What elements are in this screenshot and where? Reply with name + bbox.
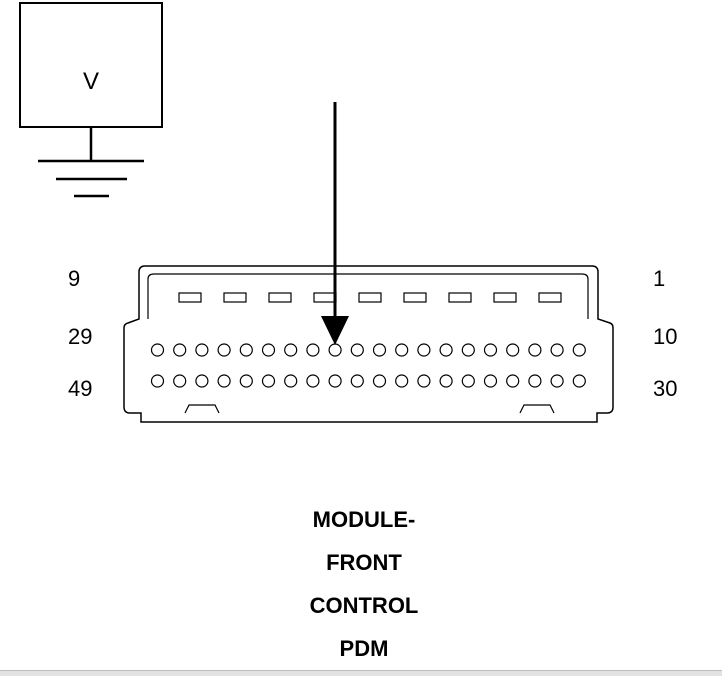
pin-hole (350, 374, 364, 388)
connector-outer-outline (123, 265, 614, 423)
pin-hole (395, 374, 409, 388)
bottom-scrollbar-edge (0, 670, 722, 676)
pin-slot (358, 292, 382, 303)
pin-hole (239, 374, 253, 388)
voltmeter-label: V (82, 68, 99, 95)
ground-icon (38, 127, 144, 198)
connector-pin-row-bottom (150, 374, 586, 388)
pin-hole (261, 374, 276, 388)
pin-hole (461, 374, 475, 388)
pin-hole (150, 343, 165, 357)
pin-hole (483, 343, 498, 357)
title-line-3: CONTROL (309, 593, 419, 618)
pin-hole (173, 343, 187, 357)
pin-label-bottom-right: 30 (653, 376, 678, 401)
pin-hole (506, 374, 520, 388)
pin-hole (461, 343, 475, 357)
pin-slot (313, 292, 337, 303)
pin-hole (284, 374, 298, 388)
pin-hole (550, 374, 564, 388)
pin-hole (395, 343, 409, 357)
pin-hole (239, 343, 253, 357)
pin-hole (217, 374, 231, 388)
pin-hole (550, 343, 564, 357)
connector-latch-right (519, 404, 555, 414)
pin-hole (439, 343, 453, 357)
pin-slot (448, 292, 472, 303)
pin-hole (217, 343, 231, 357)
pin-hole (150, 374, 165, 388)
pin-hole (284, 343, 298, 357)
pin-hole (173, 374, 187, 388)
pin-hole (506, 343, 520, 357)
connector-latch-left (184, 404, 220, 414)
pin-label-top-left: 9 (68, 266, 81, 291)
connector-top-slots (178, 292, 562, 303)
pin-slot (403, 292, 427, 303)
pin-hole (372, 343, 387, 357)
pin-hole (328, 374, 342, 388)
title-line-1: MODULE- (312, 507, 416, 532)
pin-slot (493, 292, 517, 303)
pin-hole (328, 343, 342, 357)
connector-pin-row-middle (150, 343, 586, 357)
pin-hole (306, 374, 320, 388)
pin-slot (223, 292, 247, 303)
pin-label-mid-right: 10 (653, 324, 678, 349)
title-line-2: FRONT (326, 550, 402, 575)
pin-label-bottom-left: 49 (68, 376, 93, 401)
pin-hole (306, 343, 320, 357)
pin-hole (372, 374, 387, 388)
pin-hole (528, 374, 542, 388)
pin-slot (538, 292, 562, 303)
pin-hole (195, 343, 209, 357)
voltmeter-box (19, 2, 163, 128)
connector-inner-outline (147, 273, 589, 319)
title-line-4: PDM (339, 636, 389, 661)
pin-hole (483, 374, 498, 388)
pin-label-top-right: 1 (653, 266, 666, 291)
pin-hole (528, 343, 542, 357)
probe-arrow (321, 102, 349, 345)
pin-hole (350, 343, 364, 357)
pin-slot (178, 292, 202, 303)
pin-hole (417, 374, 431, 388)
pin-slot (268, 292, 292, 303)
pin-hole (195, 374, 209, 388)
pin-hole (439, 374, 453, 388)
pin-hole (417, 343, 431, 357)
pin-label-mid-left: 29 (68, 324, 93, 349)
pin-hole (261, 343, 276, 357)
pin-hole (572, 343, 586, 357)
pin-hole (572, 374, 586, 388)
